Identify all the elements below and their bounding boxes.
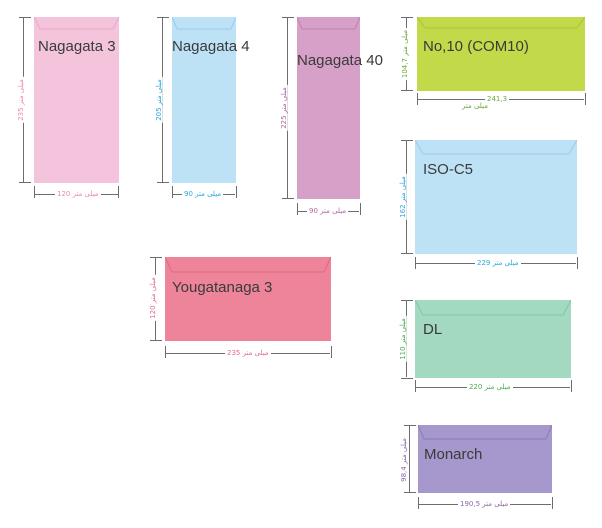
envelope-flap (172, 17, 236, 183)
width-label: 220 میلی متر (467, 383, 513, 391)
envelope-flap (415, 300, 571, 378)
width-label: 190,5 میلی متر (458, 500, 511, 508)
envelope-name: Monarch (424, 446, 483, 463)
envelope-name: Nagagata 40 (297, 52, 383, 69)
envelope-flap (418, 425, 552, 493)
envelope-name: Nagagata 4 (172, 38, 250, 55)
envelope-body (34, 17, 119, 183)
envelope-body (415, 300, 571, 378)
envelope-flap (165, 257, 331, 341)
height-label: 98,4 میلی متر (399, 436, 408, 484)
envelope-flap (417, 17, 585, 91)
envelope-flap (415, 140, 577, 254)
envelope-name: ISO-C5 (423, 161, 474, 178)
height-label: 110 میلی متر (398, 316, 407, 362)
envelope-body (415, 140, 577, 254)
height-label: 162 میلی متر (398, 174, 407, 220)
envelope-name: No,10 (COM10) (423, 38, 529, 55)
width-label: 90 میلی متر (182, 190, 224, 198)
height-label: 235 میلی متر (16, 77, 25, 123)
width-label: 235 میلی متر (225, 349, 271, 357)
envelope-body (417, 17, 585, 91)
envelope-name: Nagagata 3 (38, 38, 116, 55)
height-label: 205 میلی متر (154, 77, 163, 123)
height-label: 225 میلی متر (279, 85, 288, 131)
width-label: 120 میلی متر (55, 190, 101, 198)
height-label: 120 میلی متر (148, 275, 157, 321)
envelope-body (172, 17, 236, 183)
width-label: 229 میلی متر (475, 259, 521, 267)
width-label: 241,3 (485, 95, 510, 103)
envelope-flap (34, 17, 119, 183)
width-label: 90 میلی متر (307, 207, 349, 215)
envelope-name: DL (423, 321, 443, 338)
envelope-body (297, 17, 360, 199)
envelope-flap (297, 17, 360, 199)
envelope-name: Yougatanaga 3 (172, 279, 273, 296)
envelope-body (418, 425, 552, 493)
envelope-body (165, 257, 331, 341)
height-label: 104,7 میلی متر (401, 27, 410, 81)
width-unit-label: میلی متر (460, 102, 490, 110)
